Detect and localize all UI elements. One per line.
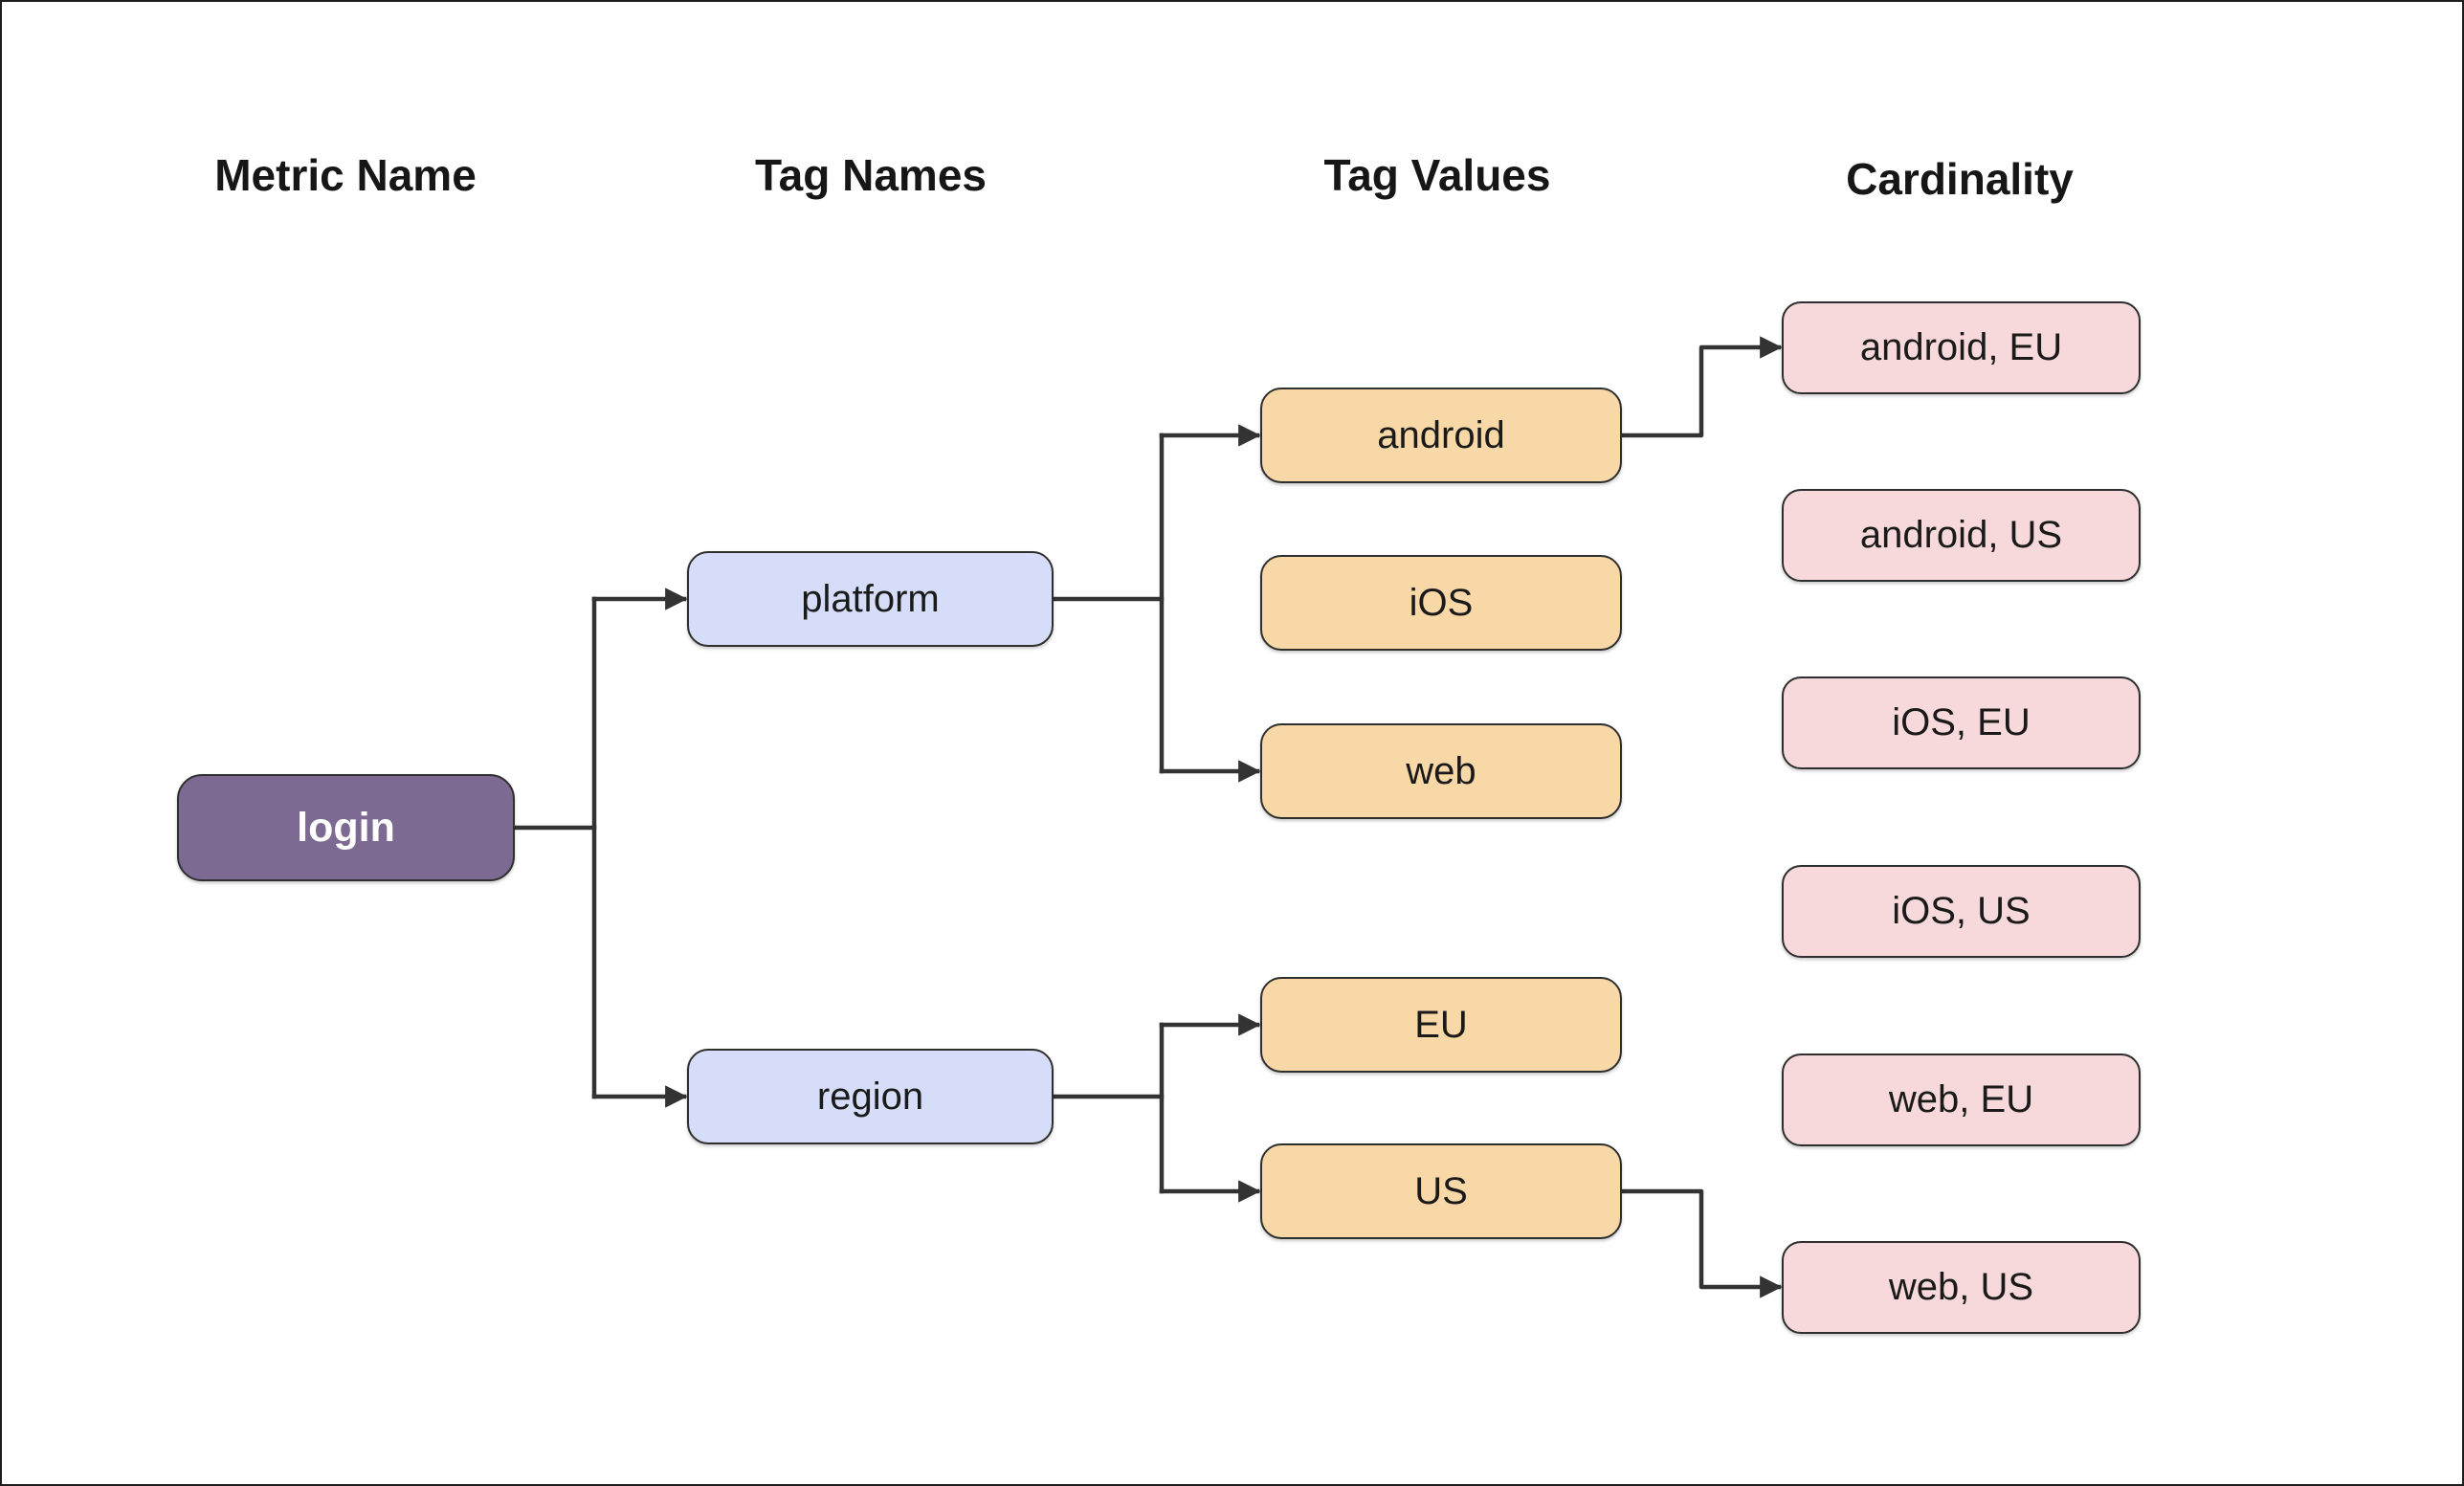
node-android: android bbox=[1260, 388, 1622, 483]
node-android-us: android, US bbox=[1782, 489, 2141, 582]
node-ios: iOS bbox=[1260, 555, 1622, 651]
column-header-metric-name: Metric Name bbox=[214, 150, 477, 200]
node-web-eu: web, EU bbox=[1782, 1054, 2141, 1146]
node-us: US bbox=[1260, 1143, 1622, 1239]
node-web: web bbox=[1260, 723, 1622, 819]
node-login: login bbox=[177, 774, 515, 881]
node-platform: platform bbox=[687, 551, 1054, 647]
edge-android-android-eu bbox=[1619, 336, 1783, 438]
node-ios-eu: iOS, EU bbox=[1782, 676, 2141, 769]
column-header-tag-values: Tag Values bbox=[1323, 150, 1551, 200]
column-header-tag-names: Tag Names bbox=[754, 150, 988, 200]
node-ios-us: iOS, US bbox=[1782, 865, 2141, 958]
node-region: region bbox=[687, 1049, 1054, 1144]
node-android-eu: android, EU bbox=[1782, 301, 2141, 394]
column-header-cardinality: Cardinality bbox=[1846, 154, 2074, 204]
node-web-us: web, US bbox=[1782, 1241, 2141, 1334]
node-eu: EU bbox=[1260, 977, 1622, 1073]
edge-us-web-us bbox=[1619, 1188, 1783, 1298]
